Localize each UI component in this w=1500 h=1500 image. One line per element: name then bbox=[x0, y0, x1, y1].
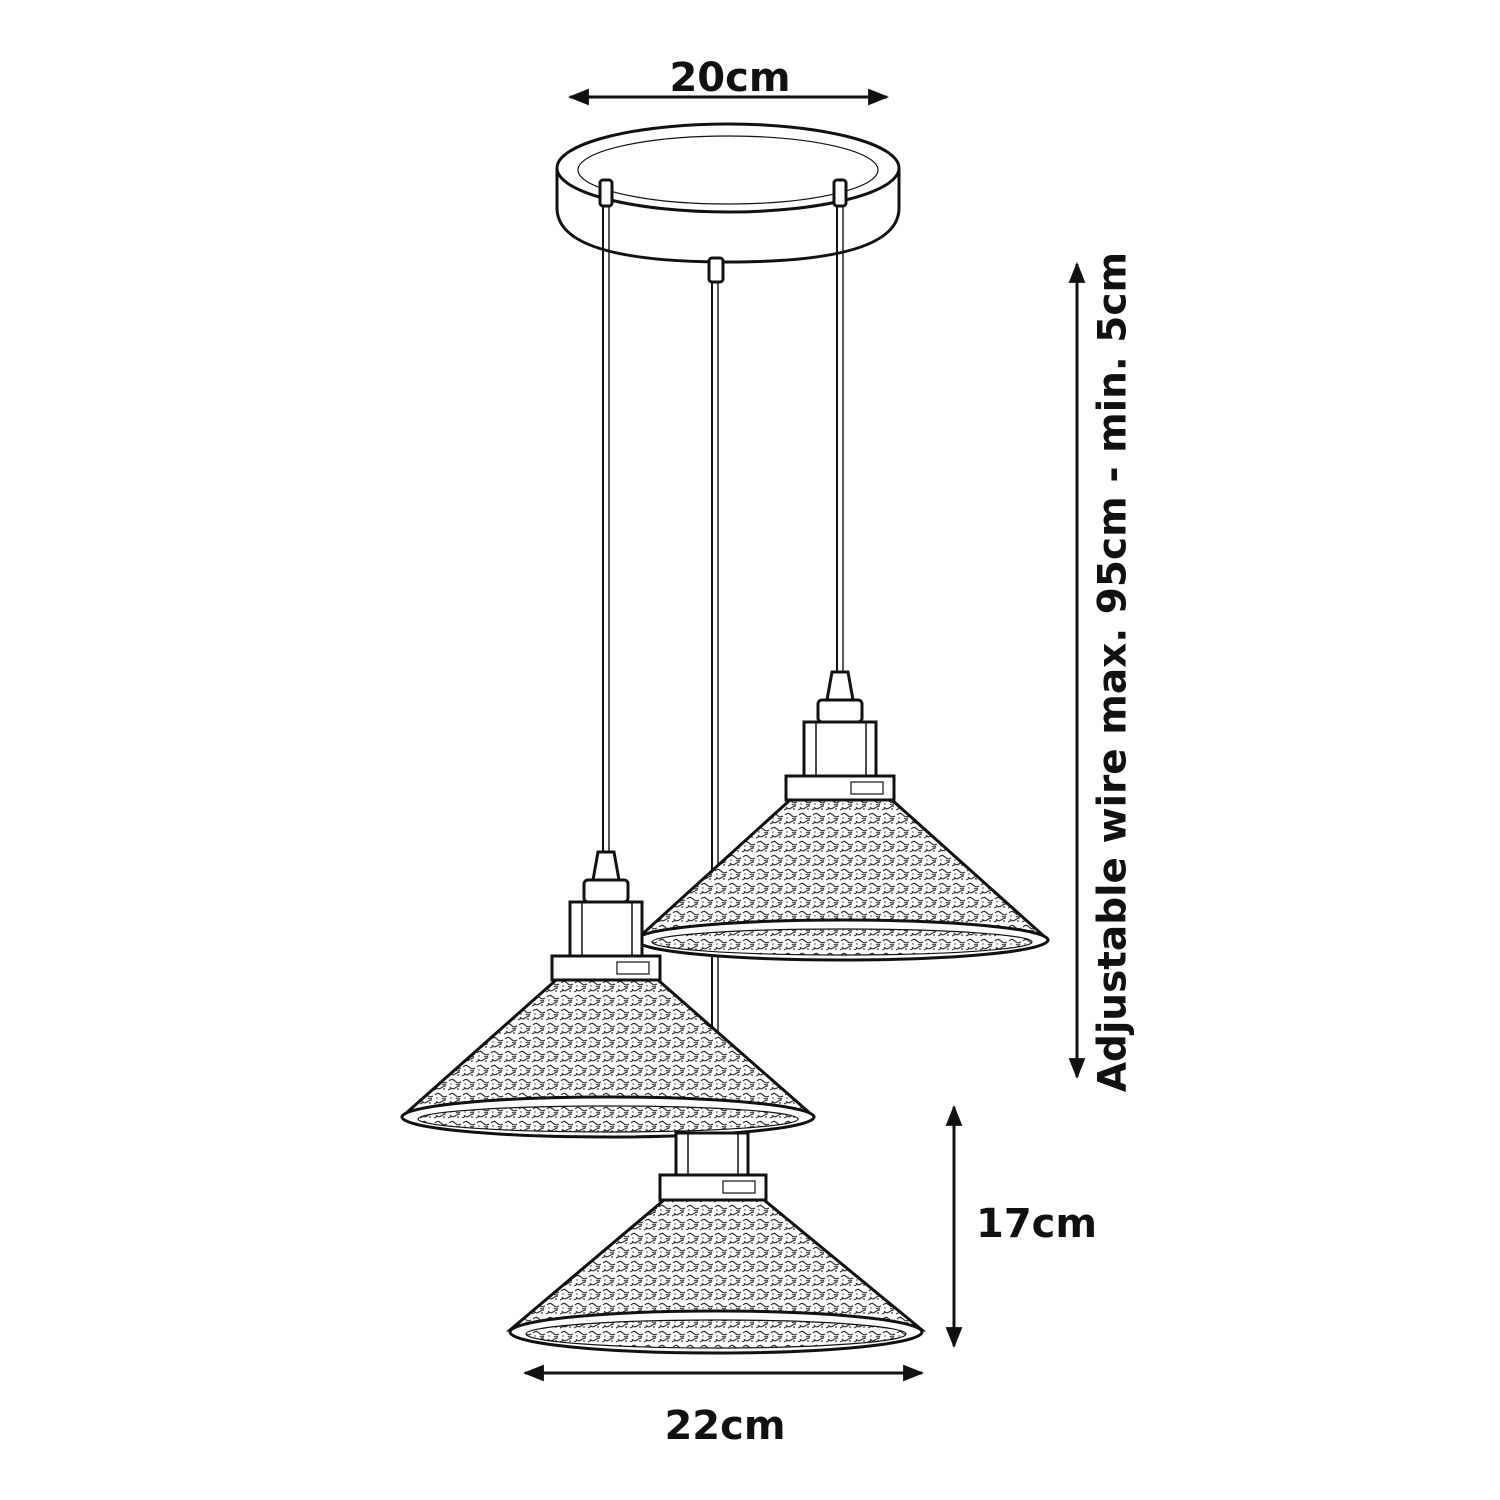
shade-width-label: 22cm bbox=[664, 1403, 786, 1449]
dimension-arrows bbox=[522, 88, 1086, 1382]
shade-height-label: 17cm bbox=[976, 1201, 1098, 1247]
ceiling-canopy bbox=[555, 122, 901, 284]
lamp-middle-left bbox=[400, 850, 816, 1139]
suspension-wires bbox=[602, 206, 844, 1133]
wire-length-label: Adjustable wire max. 95cm - min. 5cm bbox=[1090, 251, 1136, 1093]
lamp-upper-right bbox=[634, 670, 1050, 962]
canopy-width-label: 20cm bbox=[669, 55, 791, 101]
lamp-bottom bbox=[505, 1131, 927, 1355]
